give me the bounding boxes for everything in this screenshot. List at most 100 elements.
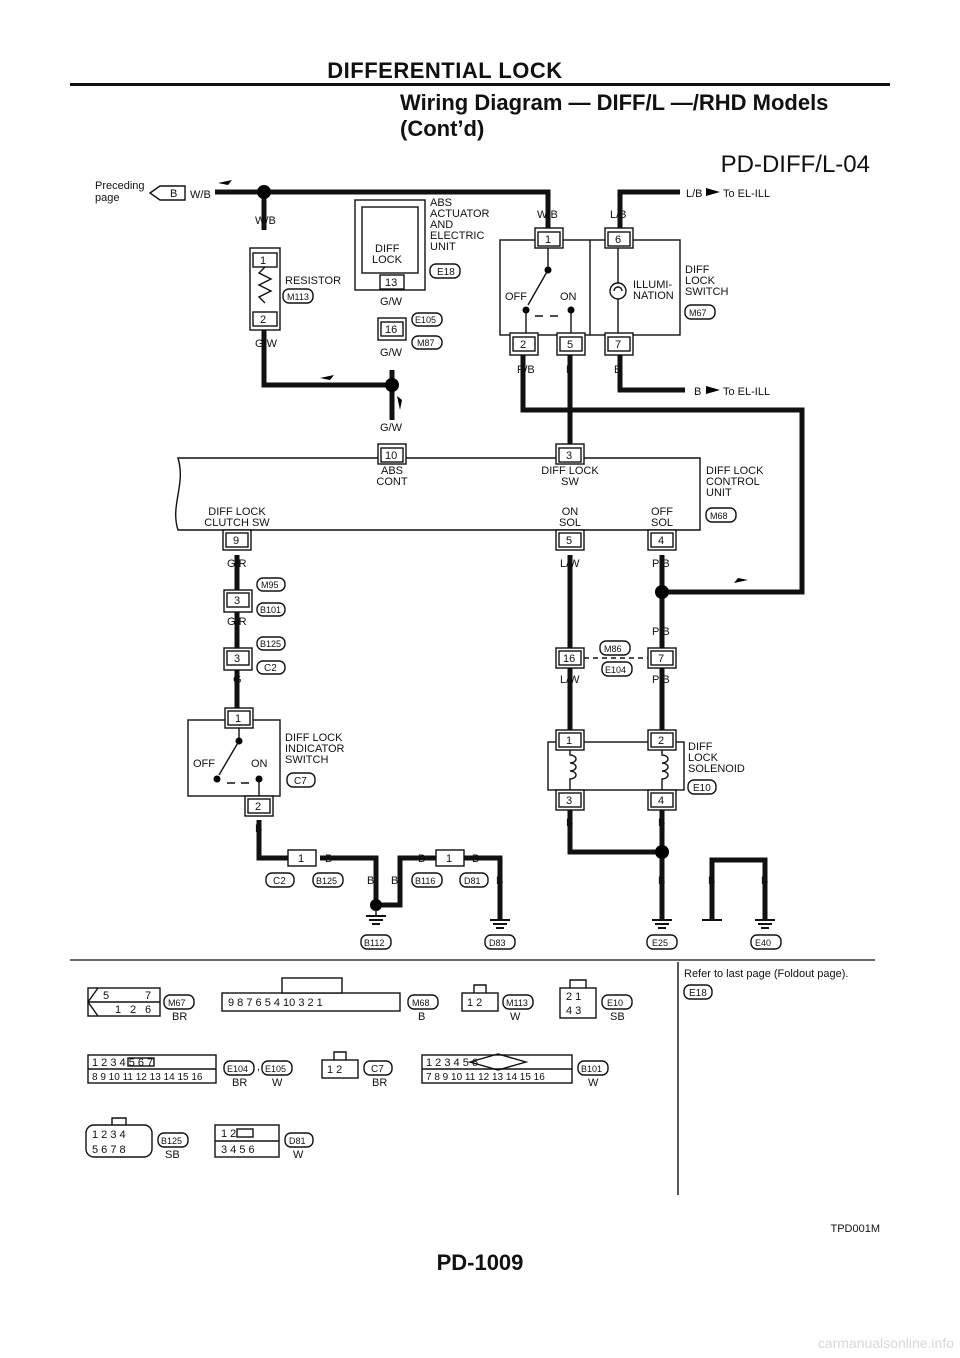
svg-text:M68: M68 [710, 511, 728, 521]
svg-text:3: 3 [566, 795, 572, 807]
svg-text:G/W: G/W [380, 422, 403, 434]
ground-chain-right: B B B E25 E40 [646, 875, 782, 950]
svg-text:OFF: OFF [505, 291, 527, 303]
page-title: Wiring Diagram — DIFF/L —/RHD Models (Co… [400, 90, 829, 141]
svg-text:5: 5 [567, 339, 573, 351]
svg-text:16: 16 [563, 653, 575, 665]
svg-text:W: W [272, 1077, 283, 1089]
svg-text:D81: D81 [289, 1136, 306, 1146]
svg-text:ON: ON [560, 291, 577, 303]
svg-text:B116: B116 [415, 876, 435, 886]
svg-text:E18: E18 [437, 267, 455, 278]
svg-text:W: W [588, 1077, 599, 1089]
svg-text:B: B [614, 364, 621, 376]
svg-text:4: 4 [658, 795, 664, 807]
svg-text:E18: E18 [689, 988, 707, 999]
svg-text:2: 2 [520, 339, 526, 351]
svg-text:1 2: 1 2 [221, 1128, 236, 1140]
svg-text:G/W: G/W [255, 338, 278, 350]
svg-text:M68: M68 [412, 998, 430, 1008]
figure-id: TPD001M [830, 1223, 880, 1235]
svg-text:1: 1 [298, 853, 304, 865]
svg-text:W: W [293, 1149, 304, 1161]
svg-text:1 2 3 4: 1 2 3 4 5 6 [426, 1057, 478, 1069]
svg-text:E40: E40 [755, 938, 771, 948]
svg-text:2: 2 [130, 1004, 136, 1016]
to-el-ill-top: To EL-ILL [723, 188, 770, 200]
svg-text:OFF: OFF [193, 758, 215, 770]
svg-text:3 4 5 6: 3 4 5 6 [221, 1144, 255, 1156]
svg-text:E104: E104 [605, 665, 626, 675]
clutch-sw-connectors: M95 3 B101 G/R B125 3 C2 G [223, 577, 286, 686]
svg-text:D81: D81 [464, 876, 481, 886]
svg-text:B: B [658, 875, 665, 887]
svg-text:5: 5 [103, 990, 109, 1002]
svg-text:B: B [325, 853, 332, 865]
svg-text:P/B: P/B [517, 364, 535, 376]
svg-text:4: 4 [658, 535, 664, 547]
svg-text:7: 7 [615, 339, 621, 351]
svg-text:E10: E10 [607, 998, 623, 1008]
svg-text:2: 2 [260, 314, 266, 326]
svg-text:M86: M86 [604, 644, 622, 654]
svg-text:B: B [761, 875, 768, 887]
svg-text:L/W: L/W [560, 674, 580, 686]
watermark: carmanualsonline.info [817, 1335, 954, 1351]
svg-text:BR: BR [372, 1077, 387, 1089]
svg-text:SB: SB [610, 1011, 625, 1023]
wires [215, 189, 805, 920]
svg-text:1: 1 [235, 713, 241, 725]
svg-text:B: B [418, 1011, 425, 1023]
svg-text:SB: SB [165, 1149, 180, 1161]
svg-text:1: 1 [115, 1004, 121, 1016]
svg-text:L/W: L/W [560, 558, 580, 570]
svg-text:P/B: P/B [652, 626, 670, 638]
svg-text:B: B [566, 817, 573, 829]
svg-text:B: B [418, 853, 425, 865]
svg-text:M113: M113 [506, 998, 528, 1008]
svg-text:B101: B101 [581, 1064, 602, 1074]
svg-text:7: 7 [145, 990, 151, 1002]
svg-text:B: B [255, 823, 262, 835]
svg-text:1: 1 [260, 255, 266, 267]
svg-text:B: B [170, 188, 177, 200]
svg-text:9 8 7 6 5 4 10 3: 9 8 7 6 5 4 10 3 2 1 [228, 997, 323, 1009]
svg-text:3: 3 [234, 653, 240, 665]
svg-text:B101: B101 [260, 605, 281, 615]
svg-text:C7: C7 [294, 776, 307, 787]
svg-text:BR: BR [172, 1011, 187, 1023]
preceding-page-connector [148, 185, 186, 201]
svg-text:B112: B112 [364, 938, 384, 948]
svg-text:5 6 7 8: 5 6 7 8 [92, 1144, 126, 1156]
flow-arrows [218, 180, 748, 583]
svg-text:W/B: W/B [255, 215, 276, 227]
svg-text:1: 1 [566, 735, 572, 747]
svg-text:1 2 3 4: 1 2 3 4 [92, 1129, 126, 1141]
svg-text:B125: B125 [161, 1136, 182, 1146]
svg-text:3: 3 [566, 450, 572, 462]
resistor-label: RESISTOR [285, 275, 341, 287]
svg-text:M113: M113 [287, 292, 309, 302]
solenoid-connectors: P/B 16 7 M86 E104 L/W P/B [555, 626, 677, 686]
svg-text:E105: E105 [265, 1064, 286, 1074]
svg-text:P/B: P/B [652, 674, 670, 686]
svg-text:2 1: 2 1 [566, 991, 581, 1003]
svg-text:M87: M87 [417, 338, 435, 348]
svg-text:M67: M67 [689, 308, 707, 318]
svg-text:M95: M95 [261, 580, 279, 590]
svg-text:C2: C2 [264, 663, 277, 674]
svg-text:D83: D83 [489, 938, 506, 948]
